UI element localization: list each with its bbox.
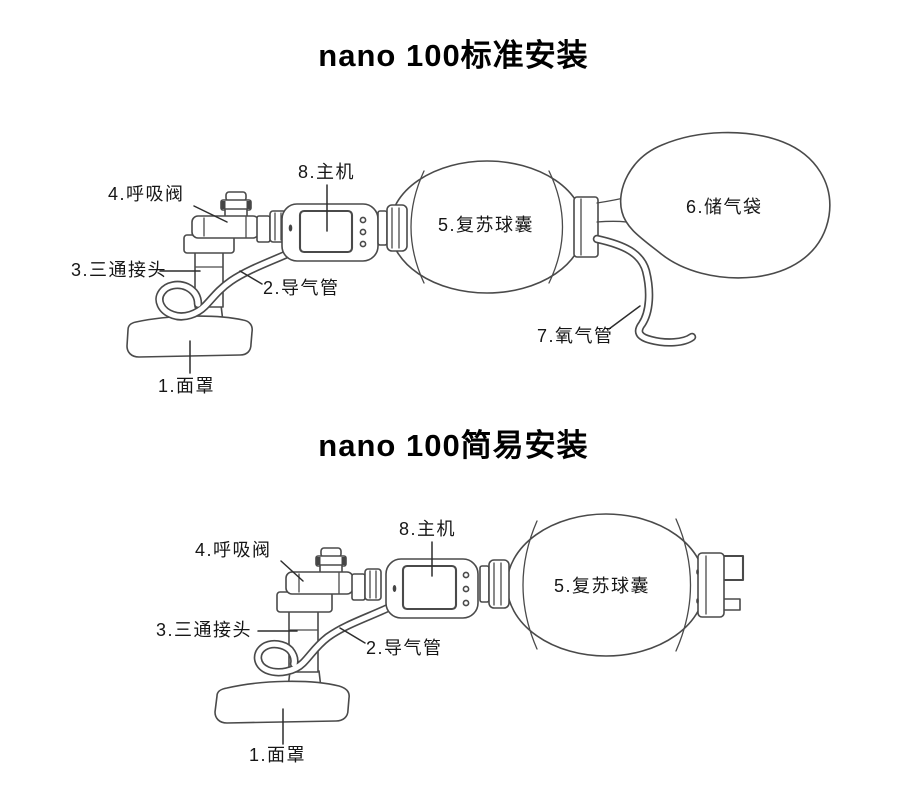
standard-label-air-tube: 2.导气管: [263, 278, 340, 298]
standard-label-oxygen-tube: 7.氧气管: [537, 326, 614, 346]
simple-label-valve: 4.呼吸阀: [195, 540, 272, 560]
simple-label-main-unit: 8.主机: [399, 519, 457, 539]
simple-label-three-way: 3.三通接头: [156, 620, 253, 640]
breathing-valve-shape: [191, 191, 287, 243]
standard-diagram-title: nano 100标准安装: [318, 38, 589, 73]
standard-diagram-illustration: [126, 131, 831, 374]
simple-label-mask: 1.面罩: [249, 745, 307, 765]
standard-label-main-unit: 8.主机: [298, 162, 356, 182]
breathing-valve-shape: [285, 547, 382, 601]
standard-label-bag: 5.复苏球囊: [438, 215, 535, 235]
air-tube-shape: [253, 601, 397, 677]
standard-label-valve: 4.呼吸阀: [108, 184, 185, 204]
main-unit-screen: [298, 209, 354, 254]
oxygen-tube-shape: [592, 234, 697, 347]
simple-diagram-illustration: [214, 513, 745, 745]
face-mask-shape: [214, 670, 350, 724]
main-unit-button: [462, 585, 470, 593]
simple-label-air-tube: 2.导气管: [366, 638, 443, 658]
standard-label-three-way: 3.三通接头: [71, 260, 168, 280]
main-unit-shape: [281, 203, 379, 262]
simple-diagram-title: nano 100简易安装: [318, 428, 589, 463]
main-unit-shape: [385, 558, 479, 619]
main-unit-button: [462, 571, 470, 579]
bag-outlet-connector-shape: [573, 196, 599, 258]
standard-label-reservoir: 6.储气袋: [686, 197, 763, 217]
main-unit-button: [359, 240, 367, 248]
main-unit-button: [359, 216, 367, 224]
three-way-connector-shape: [276, 591, 333, 673]
main-unit-button: [359, 228, 367, 236]
air-tube-shape: [155, 244, 303, 321]
coupling-ring-shape: [479, 559, 510, 609]
simple-label-bag: 5.复苏球囊: [554, 576, 651, 596]
face-mask-shape: [126, 304, 253, 358]
standard-label-mask: 1.面罩: [158, 376, 216, 396]
bag-outlet-valve-shape: [696, 552, 745, 618]
main-unit-button: [462, 599, 470, 607]
main-unit-screen: [401, 564, 458, 611]
coupling-ring-shape: [377, 204, 408, 252]
standard-leader-lines: [159, 184, 641, 374]
reservoir-bag-shape: [596, 131, 831, 279]
simple-leader-lines: [257, 541, 433, 745]
